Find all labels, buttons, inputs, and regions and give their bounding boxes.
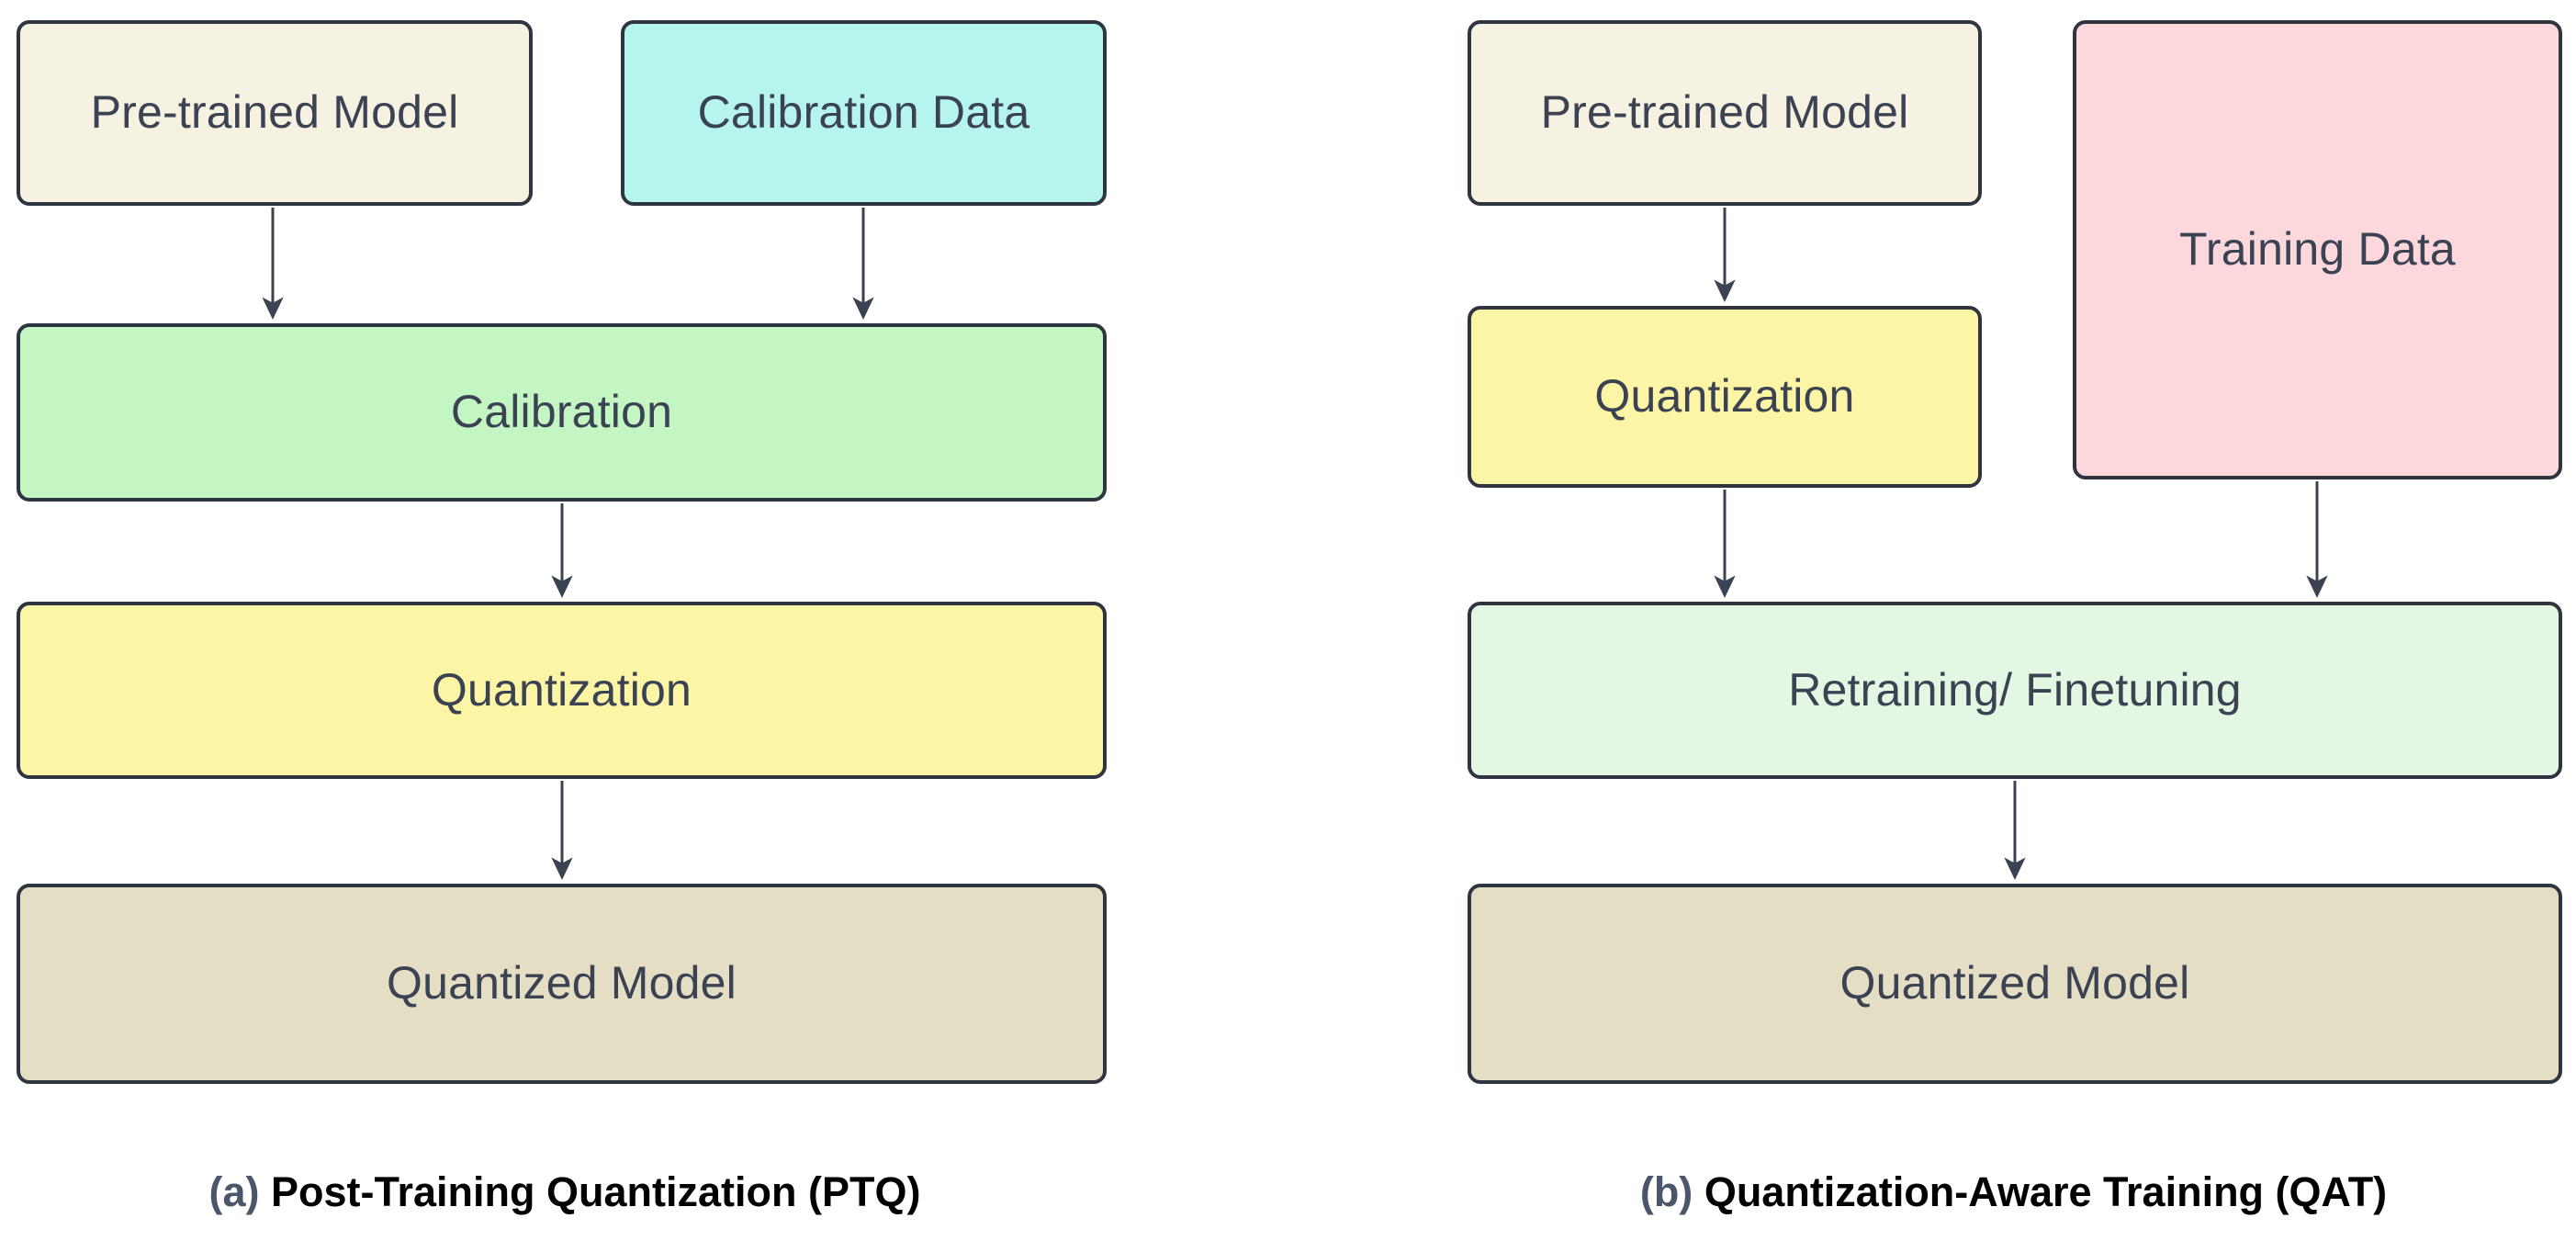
node-ptq-quantization: Quantization (17, 602, 1107, 779)
node-label: Quantized Model (1839, 957, 2190, 1009)
caption-text-a: Post-Training Quantization (PTQ) (271, 1168, 921, 1215)
node-label: Calibration Data (697, 86, 1030, 139)
node-qat-quantization: Quantization (1468, 306, 1982, 488)
caption-tag-b: (b) (1639, 1168, 1693, 1215)
node-ptq-calibration-data: Calibration Data (621, 20, 1107, 206)
node-label: Retraining/ Finetuning (1788, 663, 2242, 716)
node-ptq-calibration: Calibration (17, 323, 1107, 502)
node-ptq-quantized-model: Quantized Model (17, 884, 1107, 1084)
node-label: Quantized Model (386, 957, 737, 1009)
node-qat-quantized-model: Quantized Model (1468, 884, 2562, 1084)
node-label: Quantization (1594, 370, 1855, 423)
node-label: Pre-trained Model (1540, 86, 1909, 139)
node-label: Calibration (450, 386, 673, 438)
node-label: Quantization (431, 663, 692, 716)
node-label: Pre-trained Model (90, 86, 459, 139)
caption-panel-b: (b) Quantization-Aware Training (QAT) (1451, 1168, 2576, 1216)
node-qat-pretrained-model: Pre-trained Model (1468, 20, 1982, 206)
caption-panel-a: (a) Post-Training Quantization (PTQ) (0, 1168, 1130, 1216)
node-label: Training Data (2179, 223, 2456, 276)
node-qat-retraining: Retraining/ Finetuning (1468, 602, 2562, 779)
caption-tag-a: (a) (208, 1168, 260, 1215)
caption-text-b: Quantization-Aware Training (QAT) (1704, 1168, 2388, 1215)
node-ptq-pretrained-model: Pre-trained Model (17, 20, 533, 206)
node-qat-training-data: Training Data (2073, 20, 2562, 479)
